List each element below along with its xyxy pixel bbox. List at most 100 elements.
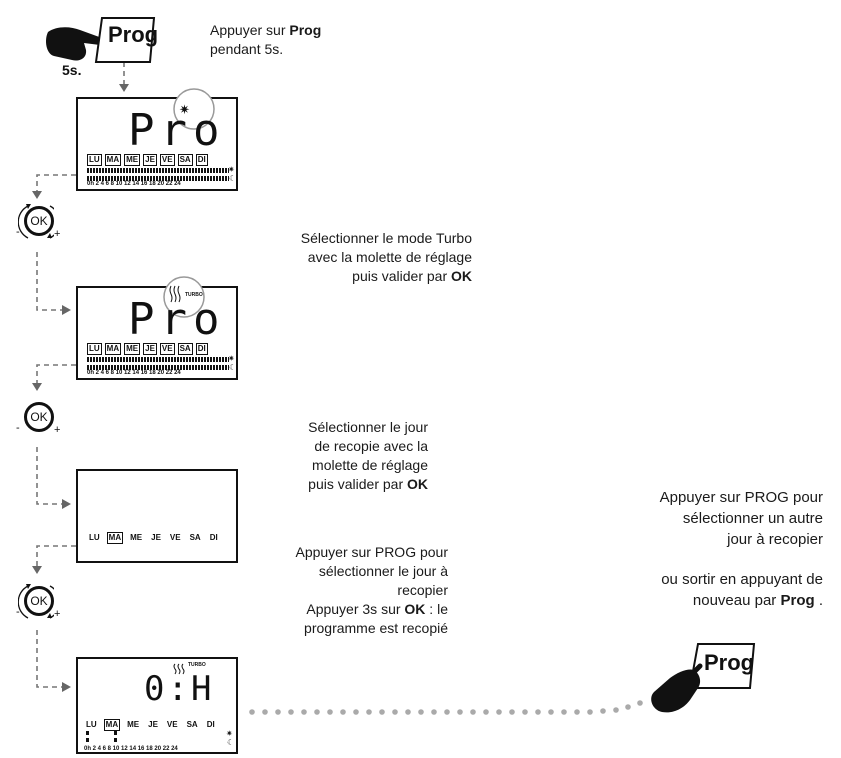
- turbo-highlight-icon: [163, 276, 205, 318]
- step3-line4: puis valider par: [308, 476, 407, 492]
- right2-line1: ou sortir en appuyant de: [661, 571, 823, 588]
- day-sa: SA: [177, 154, 193, 166]
- hour-scale-4: 0h 2 4 6 8 10 12 14 16 18 20 22 24: [84, 746, 178, 752]
- step5-bold: OK: [404, 601, 426, 617]
- day-je: JE: [143, 343, 157, 355]
- duration-label: 5s.: [62, 62, 82, 78]
- step3-text: Sélectionner le jour de recopie avec la …: [230, 418, 428, 494]
- time-text: 0:H: [144, 669, 215, 709]
- day-ma: MA: [103, 719, 121, 731]
- day-ve: VE: [166, 720, 178, 729]
- day-ma: MA: [104, 154, 122, 166]
- step1-bold: Prog: [289, 22, 322, 38]
- lcd-display-2: TURBO Pro LU MA ME JE VE SA DI ✷ ☾ 0h 2 …: [76, 276, 238, 380]
- sun-moon-icon: ✷: [173, 88, 215, 130]
- day-sa: SA: [177, 343, 193, 355]
- right-text-2: ou sortir en appuyant de nouveau par Pro…: [560, 569, 823, 611]
- plus-sign: +: [54, 228, 61, 240]
- right2-bold: Prog: [780, 592, 815, 609]
- day-row-4: LU MA ME JE VE SA DI: [84, 719, 217, 731]
- day-me: ME: [124, 343, 141, 355]
- step1-text: Appuyer sur Prog pendant 5s.: [210, 21, 321, 59]
- ok-knob-3[interactable]: OK - +: [16, 580, 61, 630]
- prog-button-label-2: Prog: [704, 650, 755, 675]
- day-row-3: LU MA ME JE VE SA DI: [87, 532, 220, 544]
- svg-text:✷: ✷: [179, 103, 190, 118]
- right2-line2-suffix: .: [814, 592, 823, 609]
- step5-line2: programme est recopié: [304, 620, 448, 636]
- step2-line2: avec la molette de réglage: [307, 249, 472, 265]
- step4-text: Appuyer sur PROG pour sélectionner le jo…: [228, 543, 448, 600]
- step3-line3: molette de réglage: [312, 457, 428, 473]
- rotate-arrows-icon: [18, 204, 54, 239]
- prog-button-group[interactable]: Prog 5s.: [40, 10, 160, 80]
- hand-pointing-icon: [651, 643, 756, 713]
- plus-sign: +: [54, 424, 61, 436]
- ok-knob-face: OK: [24, 402, 54, 432]
- minus-sign: -: [16, 226, 20, 238]
- step3-line2: de recopie avec la: [314, 438, 428, 454]
- program-segments: [84, 731, 226, 743]
- moon-mini-icon: ☾: [229, 174, 237, 183]
- day-row: LU MA ME JE VE SA DI: [87, 154, 208, 166]
- turbo-radiator-icon: [173, 663, 185, 675]
- turbo-label-4: TURBO: [188, 662, 206, 668]
- ok-knob-2[interactable]: OK - +: [16, 398, 61, 444]
- hour-scale-2: 0h 2 4 6 8 10 12 14 16 18 20 22 24: [87, 370, 181, 376]
- hand-pointing-icon: [46, 17, 156, 63]
- day-je: JE: [148, 720, 158, 729]
- step2-bold: OK: [451, 268, 472, 284]
- hour-scale: 0h 2 4 6 8 10 12 14 16 18 20 22 24: [87, 181, 181, 187]
- ok-knob-1[interactable]: OK - +: [16, 200, 61, 250]
- prog-button-label: Prog: [108, 22, 159, 47]
- day-ve: VE: [169, 533, 181, 542]
- prog-button-group-2[interactable]: Prog: [640, 638, 760, 718]
- day-lu: LU: [86, 720, 97, 729]
- day-sa: SA: [186, 720, 198, 729]
- step3-line1: Sélectionner le jour: [308, 419, 428, 435]
- program-bars: [87, 168, 229, 181]
- step2-text: Sélectionner le mode Turbo avec la molet…: [222, 229, 472, 286]
- right2-line2: nouveau par: [692, 592, 781, 609]
- day-di: DI: [206, 720, 215, 729]
- plus-sign: +: [54, 608, 61, 620]
- day-me: ME: [127, 720, 140, 729]
- step5-line1: Appuyer 3s sur: [306, 601, 405, 617]
- minus-sign: -: [16, 606, 20, 618]
- right1-line3: jour à recopier: [727, 531, 823, 548]
- right1-line1: Appuyer sur PROG pour: [659, 489, 823, 506]
- day-je: JE: [143, 154, 157, 166]
- step4-line2: sélectionner le jour à: [318, 563, 448, 579]
- step3-bold: OK: [407, 476, 428, 492]
- sun-mini-icon: ✷: [228, 354, 235, 363]
- step2-line1: Sélectionner le mode Turbo: [300, 230, 472, 246]
- step4-line3: recopier: [397, 582, 448, 598]
- pro-text: Pro: [128, 105, 226, 156]
- right1-line2: sélectionner un autre: [682, 510, 823, 527]
- day-ve: VE: [159, 154, 175, 166]
- moon-mini-icon: ☾: [229, 363, 237, 372]
- day-di: DI: [195, 154, 208, 166]
- day-ma: MA: [106, 532, 124, 544]
- step4-line1: Appuyer sur PROG pour: [295, 544, 448, 560]
- day-ve: VE: [159, 343, 175, 355]
- step1-line1: Appuyer sur: [210, 22, 290, 38]
- ok-knob-face: OK: [24, 206, 54, 236]
- day-sa: SA: [189, 533, 201, 542]
- day-me: ME: [124, 154, 141, 166]
- minus-sign: -: [16, 422, 20, 434]
- day-me: ME: [130, 533, 143, 542]
- program-bars-2: [87, 357, 229, 370]
- day-row-2: LU MA ME JE VE SA DI: [87, 343, 208, 355]
- step5-text: Appuyer 3s sur OK : le programme est rec…: [228, 600, 448, 638]
- step2-line3: puis valider par: [352, 268, 451, 284]
- lcd-display-3: LU MA ME JE VE SA DI: [76, 469, 238, 563]
- day-lu: LU: [89, 533, 100, 542]
- sun-mini-icon: ✷: [228, 165, 235, 174]
- moon-mini-icon: ☾: [227, 738, 235, 747]
- right-text-1: Appuyer sur PROG pour sélectionner un au…: [560, 487, 823, 550]
- day-ma: MA: [104, 343, 122, 355]
- pro-text-2: Pro: [128, 294, 226, 345]
- rotate-arrows-icon: [18, 584, 54, 619]
